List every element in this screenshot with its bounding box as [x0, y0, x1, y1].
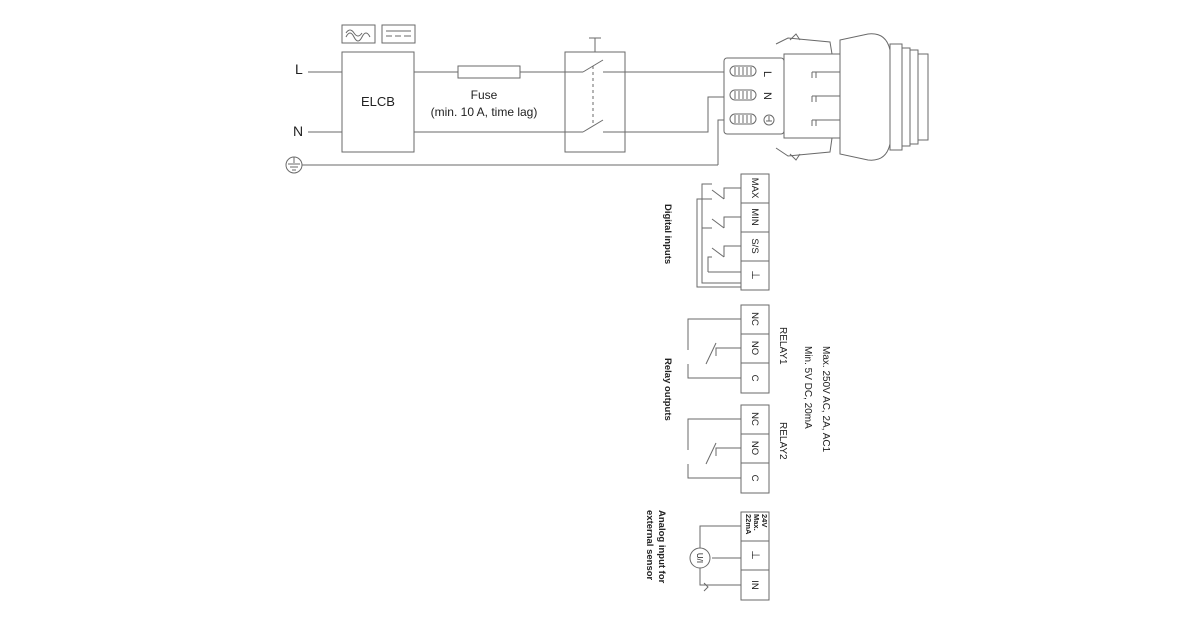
relay-spec-min: Min. 5V DC, 20mA	[802, 346, 813, 429]
elcb-label: ELCB	[361, 94, 395, 109]
neutral-label: N	[293, 123, 303, 139]
digital-terminal-block	[740, 173, 770, 291]
main-switch-symbol	[564, 37, 626, 153]
earth-ground-icon	[285, 156, 303, 174]
relay2-label: RELAY2	[777, 422, 788, 460]
analog-input-label-line1: Analog input for	[656, 510, 667, 584]
analog-input-section: Analog input for external sensor 24V Max…	[644, 510, 770, 601]
relay-outputs-label: Relay outputs	[662, 358, 673, 421]
relay1-label: RELAY1	[777, 327, 788, 365]
relay2-terminal-nc: NC	[749, 412, 760, 426]
fuse-symbol	[457, 65, 521, 79]
relay1-terminal-nc: NC	[749, 312, 760, 326]
relay1-contact	[687, 318, 741, 379]
line-label: L	[295, 61, 303, 77]
relay2-contact	[687, 418, 741, 479]
terminal-min: MIN	[749, 208, 760, 226]
relay1-terminal-c: C	[749, 375, 760, 382]
fuse-label: Fuse	[471, 88, 498, 102]
relay2-terminal-no: NO	[749, 441, 760, 455]
fuse-note: (min. 10 A, time lag)	[431, 105, 538, 119]
relay-spec-max: Max. 250V AC, 2A, AC1	[820, 346, 831, 453]
neutral-wire-to-plug	[625, 96, 726, 133]
relay-outputs-section: Relay outputs NC NO C RELAY1 NC NO C	[662, 304, 831, 494]
terminal-24v: 24V	[760, 514, 769, 527]
analog-terminal-block	[740, 511, 770, 601]
terminal-start-stop: S/S	[749, 238, 760, 253]
relay2-terminal-c: C	[749, 475, 760, 482]
earth-wire-to-plug	[717, 119, 726, 165]
ac-dc-symbol-icons	[341, 24, 416, 44]
relay1-terminal-no: NO	[749, 341, 760, 355]
analog-sensor-wiring	[689, 525, 741, 592]
terminal-max: MAX	[749, 178, 760, 199]
relay2-terminal-block	[740, 404, 770, 494]
terminal-digital-ground: ⊥	[749, 270, 761, 280]
digital-inputs-section: Digital inputs MAX MIN S/S ⊥	[662, 173, 770, 291]
terminal-24v-current: 22mA	[744, 514, 753, 535]
digital-inputs-label: Digital inputs	[662, 204, 673, 264]
plug-earth-icon	[763, 114, 775, 126]
plug-line-label: L	[761, 71, 773, 77]
power-supply-section: L N ELCB	[285, 24, 726, 174]
analog-input-label-line2: external sensor	[644, 510, 655, 581]
terminal-analog-in: IN	[749, 580, 760, 590]
relay1-terminal-block	[740, 304, 770, 394]
plug-neutral-label: N	[761, 92, 773, 100]
sensor-label: U/I	[695, 553, 704, 563]
terminal-analog-ground: ⊥	[749, 550, 761, 560]
digital-input-contacts	[696, 183, 741, 288]
elcb-box	[341, 51, 415, 153]
terminal-24v-max: Max.	[752, 514, 761, 531]
plug-connector: L N	[723, 33, 929, 161]
